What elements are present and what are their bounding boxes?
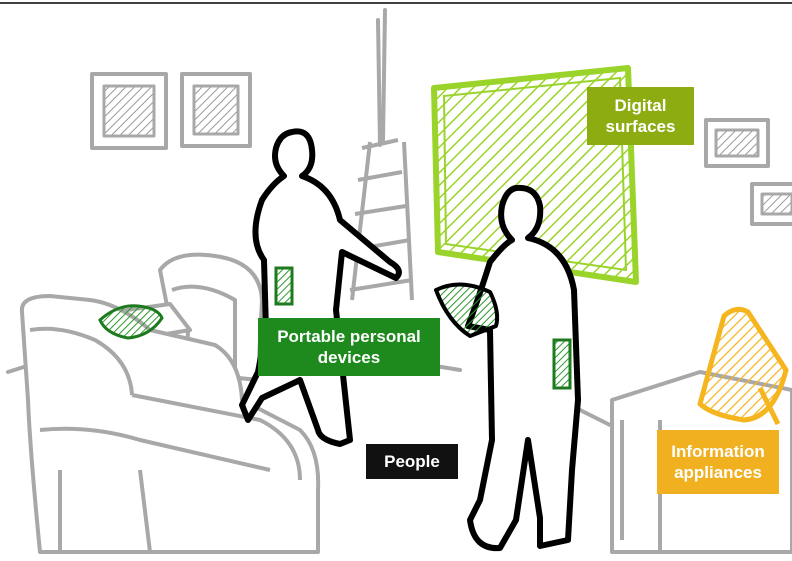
corner-shelf: [349, 138, 414, 301]
portable-personal-devices-label: Portable personal devices: [258, 318, 440, 376]
digital-surfaces-label: Digital surfaces: [587, 87, 694, 145]
wall-pictures: [90, 72, 792, 226]
pocket-device-right: [552, 338, 572, 390]
handheld-tablet: [434, 282, 500, 338]
person-standing-silhouette: [465, 184, 581, 552]
sofa: [19, 294, 321, 554]
people-label: People: [366, 444, 458, 479]
pocket-device-left: [274, 266, 294, 306]
table-tablet: [98, 304, 164, 340]
wall-screen: [431, 65, 639, 285]
information-appliances-label: Information appliances: [657, 430, 779, 494]
information-appliance-device: [697, 306, 789, 426]
